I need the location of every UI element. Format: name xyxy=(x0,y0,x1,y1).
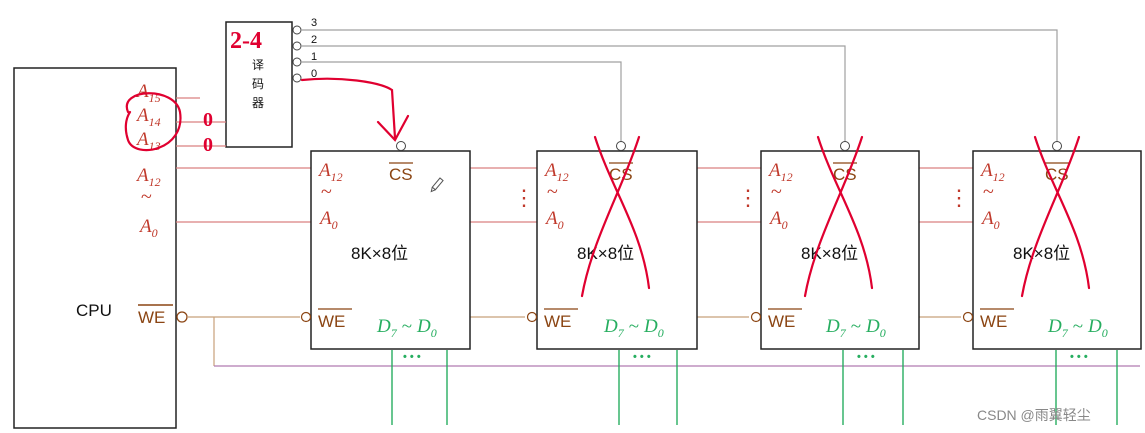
data-ellipsis-1: • • • xyxy=(403,351,421,363)
chip-we-label: WE xyxy=(768,312,795,331)
cross-stroke-2 xyxy=(580,135,641,298)
bus-ellipsis-3: ⋮ xyxy=(948,185,970,210)
data-ellipsis-3: • • • xyxy=(857,351,875,363)
cross-stroke-1 xyxy=(1033,135,1091,290)
we-bubble xyxy=(526,311,538,323)
address-wires xyxy=(176,97,973,223)
we-bubble xyxy=(750,311,762,323)
decoder-out-bubble-0 xyxy=(292,73,302,83)
chip-pin-a12: A12 xyxy=(317,160,343,184)
pin-tilde: ~ xyxy=(141,186,152,208)
chip-pin-a0: A0 xyxy=(544,208,564,232)
decoder-char-1: 译 xyxy=(252,58,264,72)
chip-outline xyxy=(536,150,698,350)
wire-out2 xyxy=(301,45,846,142)
chip-data-pins: D7~D0 xyxy=(1047,316,1108,340)
note-a14-zero: 0 xyxy=(203,109,213,131)
watermark: CSDN @雨翼轻尘 xyxy=(977,407,1091,423)
cpu-outline xyxy=(13,67,177,429)
chip-data-pins: D7~D0 xyxy=(376,316,437,340)
cpu-label: CPU xyxy=(76,301,112,320)
chip-outline xyxy=(310,150,471,350)
decoder-char-3: 器 xyxy=(252,96,264,110)
data-lines xyxy=(391,350,1118,425)
we-bubble xyxy=(962,311,974,323)
pin-a12: A12 xyxy=(135,165,161,189)
chip-cs-label: CS xyxy=(389,165,413,184)
chip-pin-tilde: ~ xyxy=(547,181,558,203)
pin-a13: A13 xyxy=(135,129,161,153)
cs-bubble xyxy=(1052,141,1062,151)
we-wires xyxy=(187,316,961,366)
decoder-outline xyxy=(225,21,293,148)
wire-out3 xyxy=(301,29,1058,142)
cs-bubble xyxy=(840,141,850,151)
pin-we-bubble xyxy=(176,311,188,323)
cs-bubble xyxy=(616,141,626,151)
cpu-block: CPU A15 A14 A13 A12 ~ A0 WE xyxy=(13,67,188,429)
cross-stroke-2 xyxy=(1020,135,1081,298)
decoder-out-bubble-2 xyxy=(292,41,302,51)
chip-size-label: 8K×8位 xyxy=(801,244,858,263)
wire-out1 xyxy=(301,61,622,142)
we-bubble xyxy=(300,311,312,323)
chip-pin-a12: A12 xyxy=(767,160,793,184)
arrow-out0-to-cs xyxy=(300,77,397,140)
decoder-char-2: 码 xyxy=(252,77,264,91)
cs-bubble xyxy=(396,141,406,151)
chip-we-label: WE xyxy=(980,312,1007,331)
decoder-out-1: 1 xyxy=(311,51,317,63)
decoder-out-3: 3 xyxy=(311,17,317,29)
chip-data-pins: D7~D0 xyxy=(825,316,886,340)
chip-pin-tilde: ~ xyxy=(771,181,782,203)
chip-data-pins: D7~D0 xyxy=(603,316,664,340)
cross-stroke-1 xyxy=(593,135,651,290)
chip-pin-a12: A12 xyxy=(543,160,569,184)
chip-outline xyxy=(760,150,920,350)
cs-wires xyxy=(301,29,1058,142)
decoder-out-bubble-1 xyxy=(292,57,302,67)
pin-we: WE xyxy=(138,308,165,327)
handwritten-annotations xyxy=(124,77,410,152)
cross-stroke-1 xyxy=(816,135,874,290)
bus-ellipsis-2: ⋮ xyxy=(737,185,759,210)
chip-size-label: 8K×8位 xyxy=(351,244,408,263)
chip-we-label: WE xyxy=(318,312,345,331)
note-a13-zero: 0 xyxy=(203,134,213,156)
chip-pin-tilde: ~ xyxy=(321,181,332,203)
pin-a14: A14 xyxy=(135,105,161,129)
data-ellipsis-4: • • • xyxy=(1070,351,1088,363)
chip-size-label: 8K×8位 xyxy=(1013,244,1070,263)
circle-a14-a13 xyxy=(124,92,182,152)
memory-chip-1: CS A12~ A0 8K×8位 WE D7~D0 xyxy=(300,141,471,350)
bus-ellipsis-1: ⋮ xyxy=(513,185,535,210)
decoder-annotation: 2-4 xyxy=(230,28,262,54)
pencil-icon xyxy=(430,177,444,193)
decoder-out-0: 0 xyxy=(311,68,317,80)
chip-pin-a0: A0 xyxy=(318,208,338,232)
chip-pin-a0: A0 xyxy=(980,208,1000,232)
decoder-out-2: 2 xyxy=(311,34,317,46)
pin-a0: A0 xyxy=(138,216,158,240)
decoder-out-bubble-3 xyxy=(292,25,302,35)
chip-pin-a0: A0 xyxy=(768,208,788,232)
chip-pin-tilde: ~ xyxy=(983,181,994,203)
chip-we-label: WE xyxy=(544,312,571,331)
data-ellipsis-2: • • • xyxy=(633,351,651,363)
decoder-block: 译 码 器 2-4 3 2 1 0 xyxy=(225,17,317,148)
chip-pin-a12: A12 xyxy=(979,160,1005,184)
cross-stroke-2 xyxy=(803,135,864,298)
arrow-head xyxy=(376,114,410,142)
chip-size-label: 8K×8位 xyxy=(577,244,634,263)
